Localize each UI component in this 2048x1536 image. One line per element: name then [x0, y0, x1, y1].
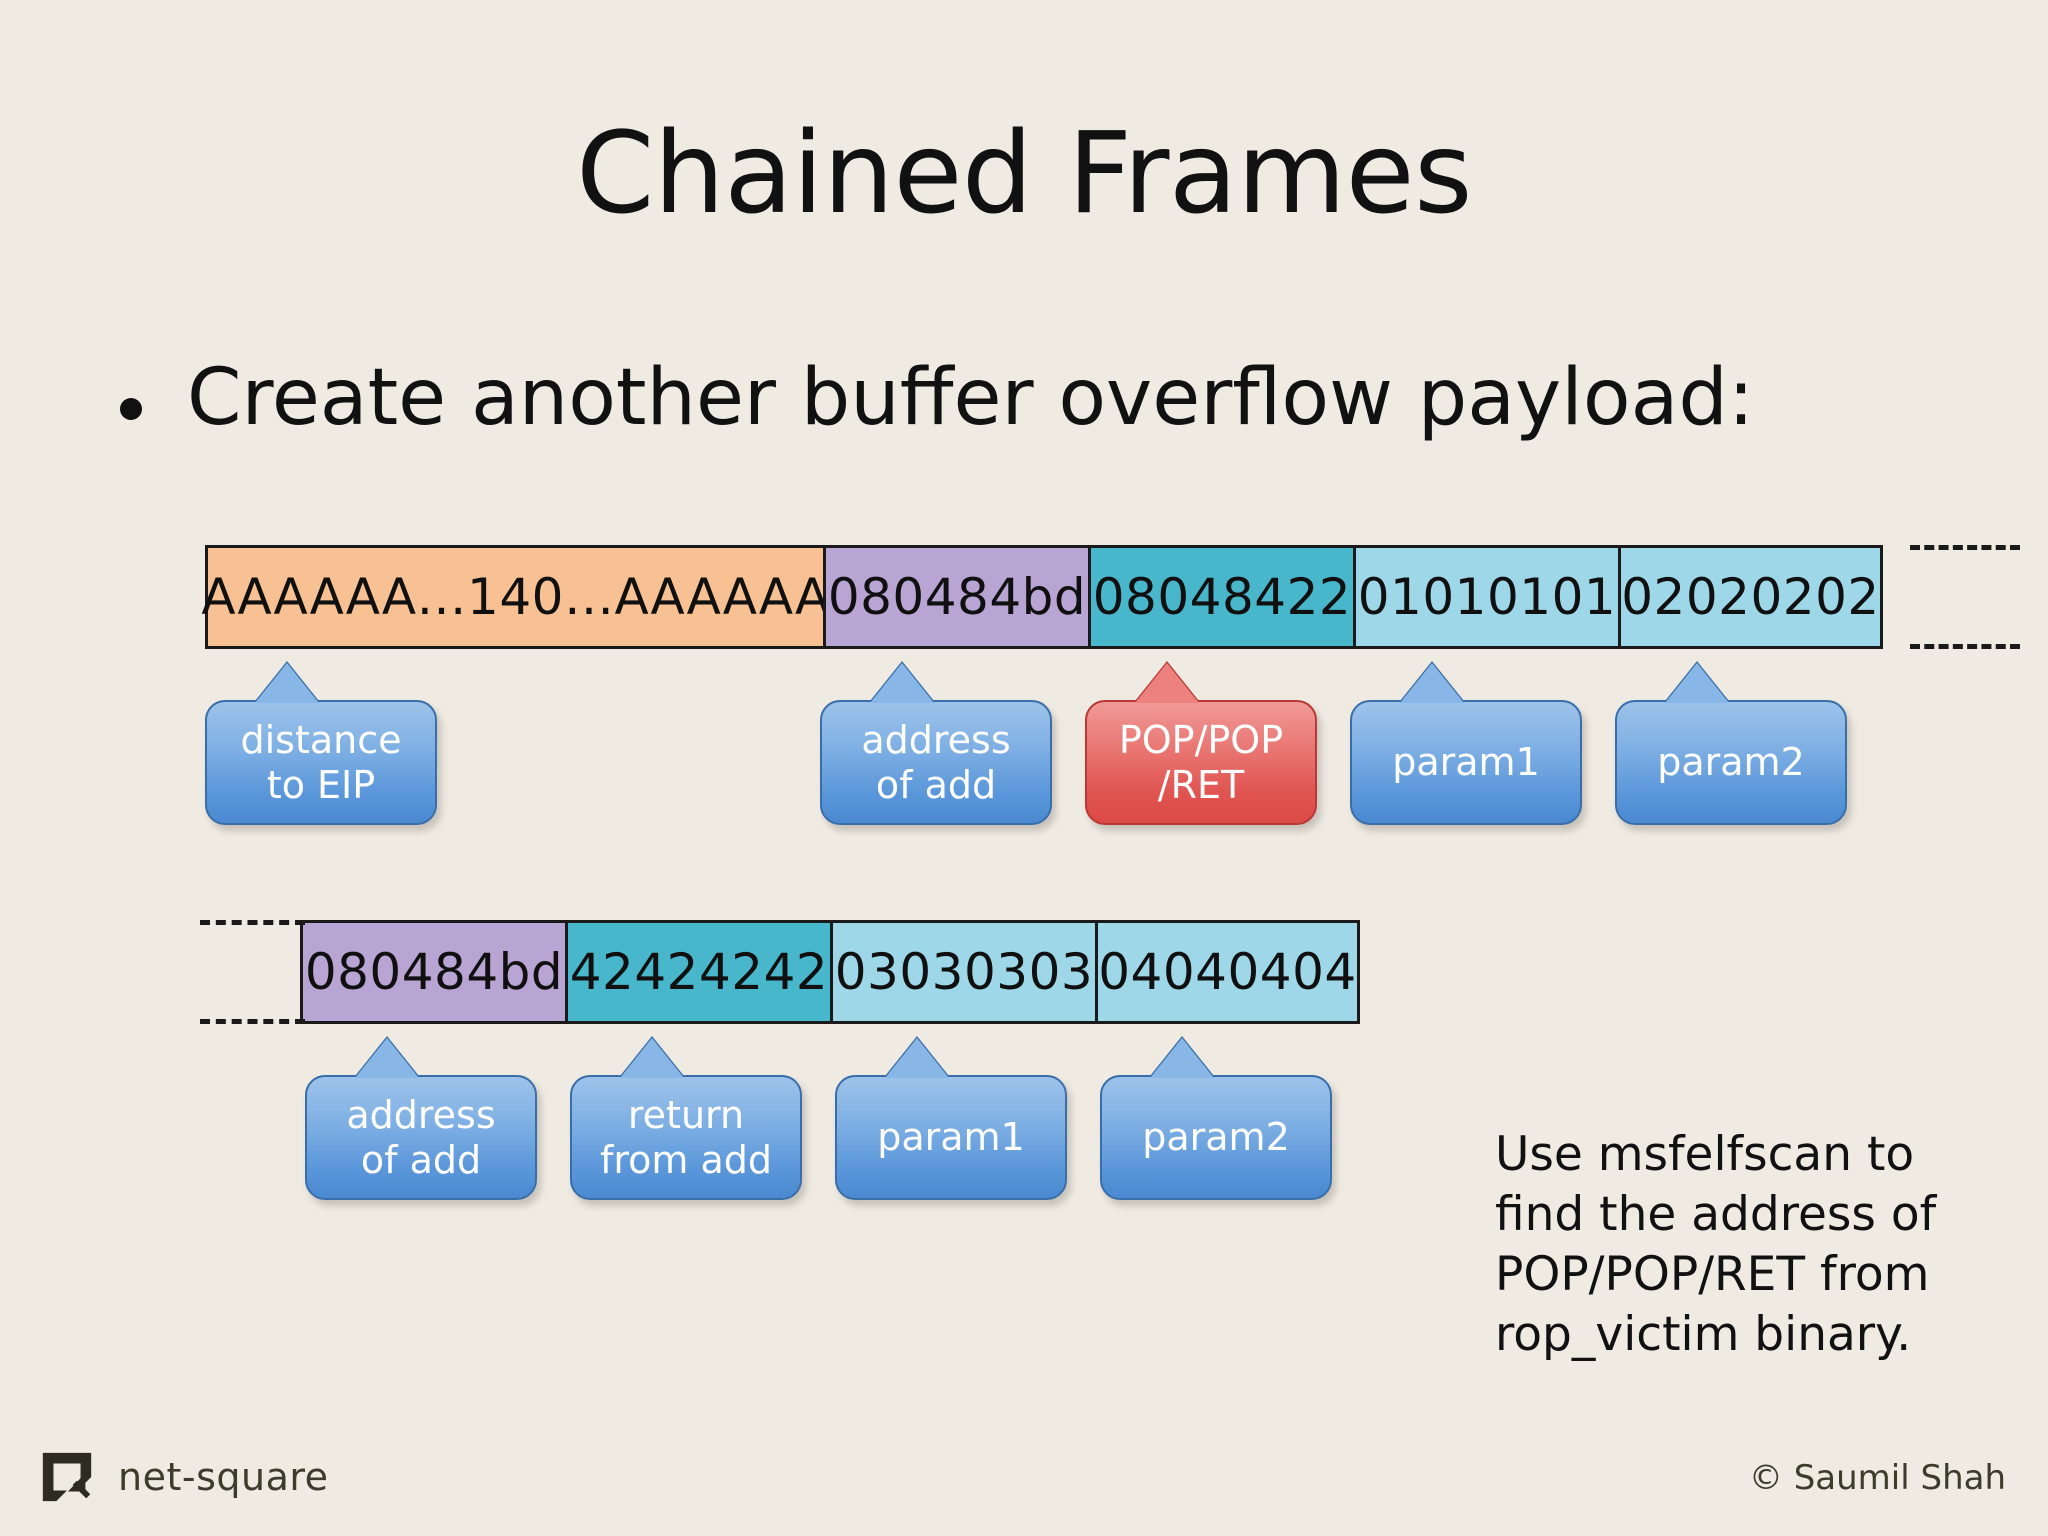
- payload-cell: 01010101: [1353, 545, 1618, 649]
- copyright-text: © Saumil Shah: [1748, 1458, 2006, 1498]
- callout-label: POP/POP/RET: [1118, 718, 1284, 807]
- callout-param2: param2: [1100, 1038, 1332, 1200]
- net-square-wordmark: net-square: [118, 1455, 329, 1499]
- callout-pointer-icon: [620, 1038, 684, 1078]
- callout-pointer-icon: [1150, 1038, 1214, 1078]
- callout-pointer-icon: [255, 663, 319, 703]
- callout-pointer-icon: [885, 1038, 949, 1078]
- callout-param1: param1: [835, 1038, 1067, 1200]
- page-title: Chained Frames: [576, 109, 1472, 239]
- callout-label: param2: [1657, 740, 1805, 785]
- payload-cell: 42424242: [565, 920, 830, 1024]
- continuation-dashes-right: [1910, 545, 2020, 649]
- net-square-logo-icon: [38, 1448, 96, 1506]
- bullet-item-text: Create another buffer overflow payload:: [187, 353, 1755, 443]
- bullet-dot-icon: [120, 398, 142, 420]
- callout-pointer-icon: [1135, 663, 1199, 703]
- callout-pointer-icon: [1400, 663, 1464, 703]
- side-note-text: Use msfelfscan to find the address of PO…: [1495, 1127, 1937, 1363]
- payload-cell: 080484bd: [300, 920, 565, 1024]
- callout-pointer-icon: [355, 1038, 419, 1078]
- callout-label: param2: [1142, 1115, 1290, 1160]
- callout-pointer-icon: [870, 663, 934, 703]
- payload-cell: 03030303: [830, 920, 1095, 1024]
- callout-label: param1: [877, 1115, 1025, 1160]
- payload-cell: 02020202: [1618, 545, 1883, 649]
- continuation-dashes-left: [200, 920, 305, 1024]
- callout-param2: param2: [1615, 663, 1847, 825]
- callout-param1: param1: [1350, 663, 1582, 825]
- callout-pointer-icon: [1665, 663, 1729, 703]
- payload-cell: AAAAAA…140…AAAAAA: [201, 545, 829, 649]
- payload-cell: 04040404: [1095, 920, 1360, 1024]
- footer-logo: net-square: [38, 1448, 329, 1506]
- payload-cell: 080484bd: [823, 545, 1088, 649]
- bullet-list: Create another buffer overflow payload:: [120, 353, 1755, 443]
- callout-label: param1: [1392, 740, 1540, 785]
- callout-pop-pop-ret: POP/POP/RET: [1085, 663, 1317, 825]
- payload-cell: 08048422: [1088, 545, 1353, 649]
